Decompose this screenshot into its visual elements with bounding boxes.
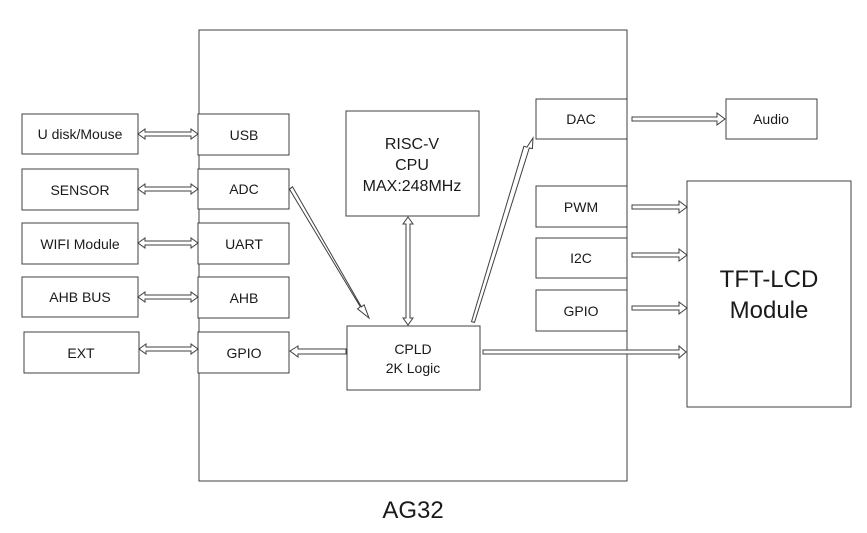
cpld-to-gpio-left-arrow [289,345,347,358]
riscv-cpu-box [345,110,480,217]
udisk-mouse-label: U disk/Mouse [38,126,123,142]
pwm-to-tft-arrow [631,200,688,214]
ahb-port-box [197,276,290,319]
cpld-logic-label: 2K Logic [386,360,440,376]
pwm-port-box [535,185,628,228]
ext-box [23,331,140,374]
sensor-box [21,168,139,211]
usb-port-label: USB [230,127,259,143]
pwm-port-label: PWM [564,199,598,215]
cpld-to-tft-arrow [482,344,687,360]
wifi-module-label: WIFI Module [40,236,120,252]
cpu-freq-label: MAX:248MHz [363,178,462,195]
ext-gpio-arrow [138,343,199,355]
chip-name-label: AG32 [382,497,443,524]
wifi-uart-arrow [137,237,199,249]
gpio-left-port-box [197,331,290,374]
i2c-port-label: I2C [570,250,592,266]
sensor-label: SENSOR [50,182,109,198]
ahb-bus-label: AHB BUS [49,289,110,305]
ahb-bus-box [21,276,139,318]
sensor-adc-arrow [137,183,199,195]
cpld-to-dac-arrow [470,136,534,324]
cpu-cpld-arrow [402,216,414,326]
udisk-mouse-box [21,113,139,155]
gpio-left-port-label: GPIO [226,345,261,361]
cpu-label: CPU [395,157,429,174]
dac-port-box [535,98,628,140]
tft-lcd-label: TFT-LCD [720,266,819,293]
ext-label: EXT [67,345,95,361]
dac-to-audio-arrow [631,112,726,126]
audio-box [725,98,818,140]
gpio-right-to-tft-arrow [631,301,688,315]
adc-port-label: ADC [229,181,259,197]
ahbbus-ahb-arrow [137,291,199,303]
gpio-right-port-label: GPIO [563,303,598,319]
cpu-arch-label: RISC-V [385,136,440,153]
cpld-label: CPLD [394,341,431,357]
i2c-to-tft-arrow [631,248,688,262]
usb-port-box [197,113,290,156]
udisk-usb-arrow [137,128,199,140]
adc-to-cpld-arrow [288,186,371,320]
tft-lcd-module-box [686,180,852,408]
dac-port-label: DAC [566,111,596,127]
audio-label: Audio [753,111,789,127]
tft-module-label: Module [730,297,809,324]
cpld-box [346,325,481,391]
gpio-right-port-box [535,289,628,332]
i2c-port-box [535,237,628,279]
uart-port-label: UART [225,236,263,252]
ahb-port-label: AHB [230,290,259,306]
